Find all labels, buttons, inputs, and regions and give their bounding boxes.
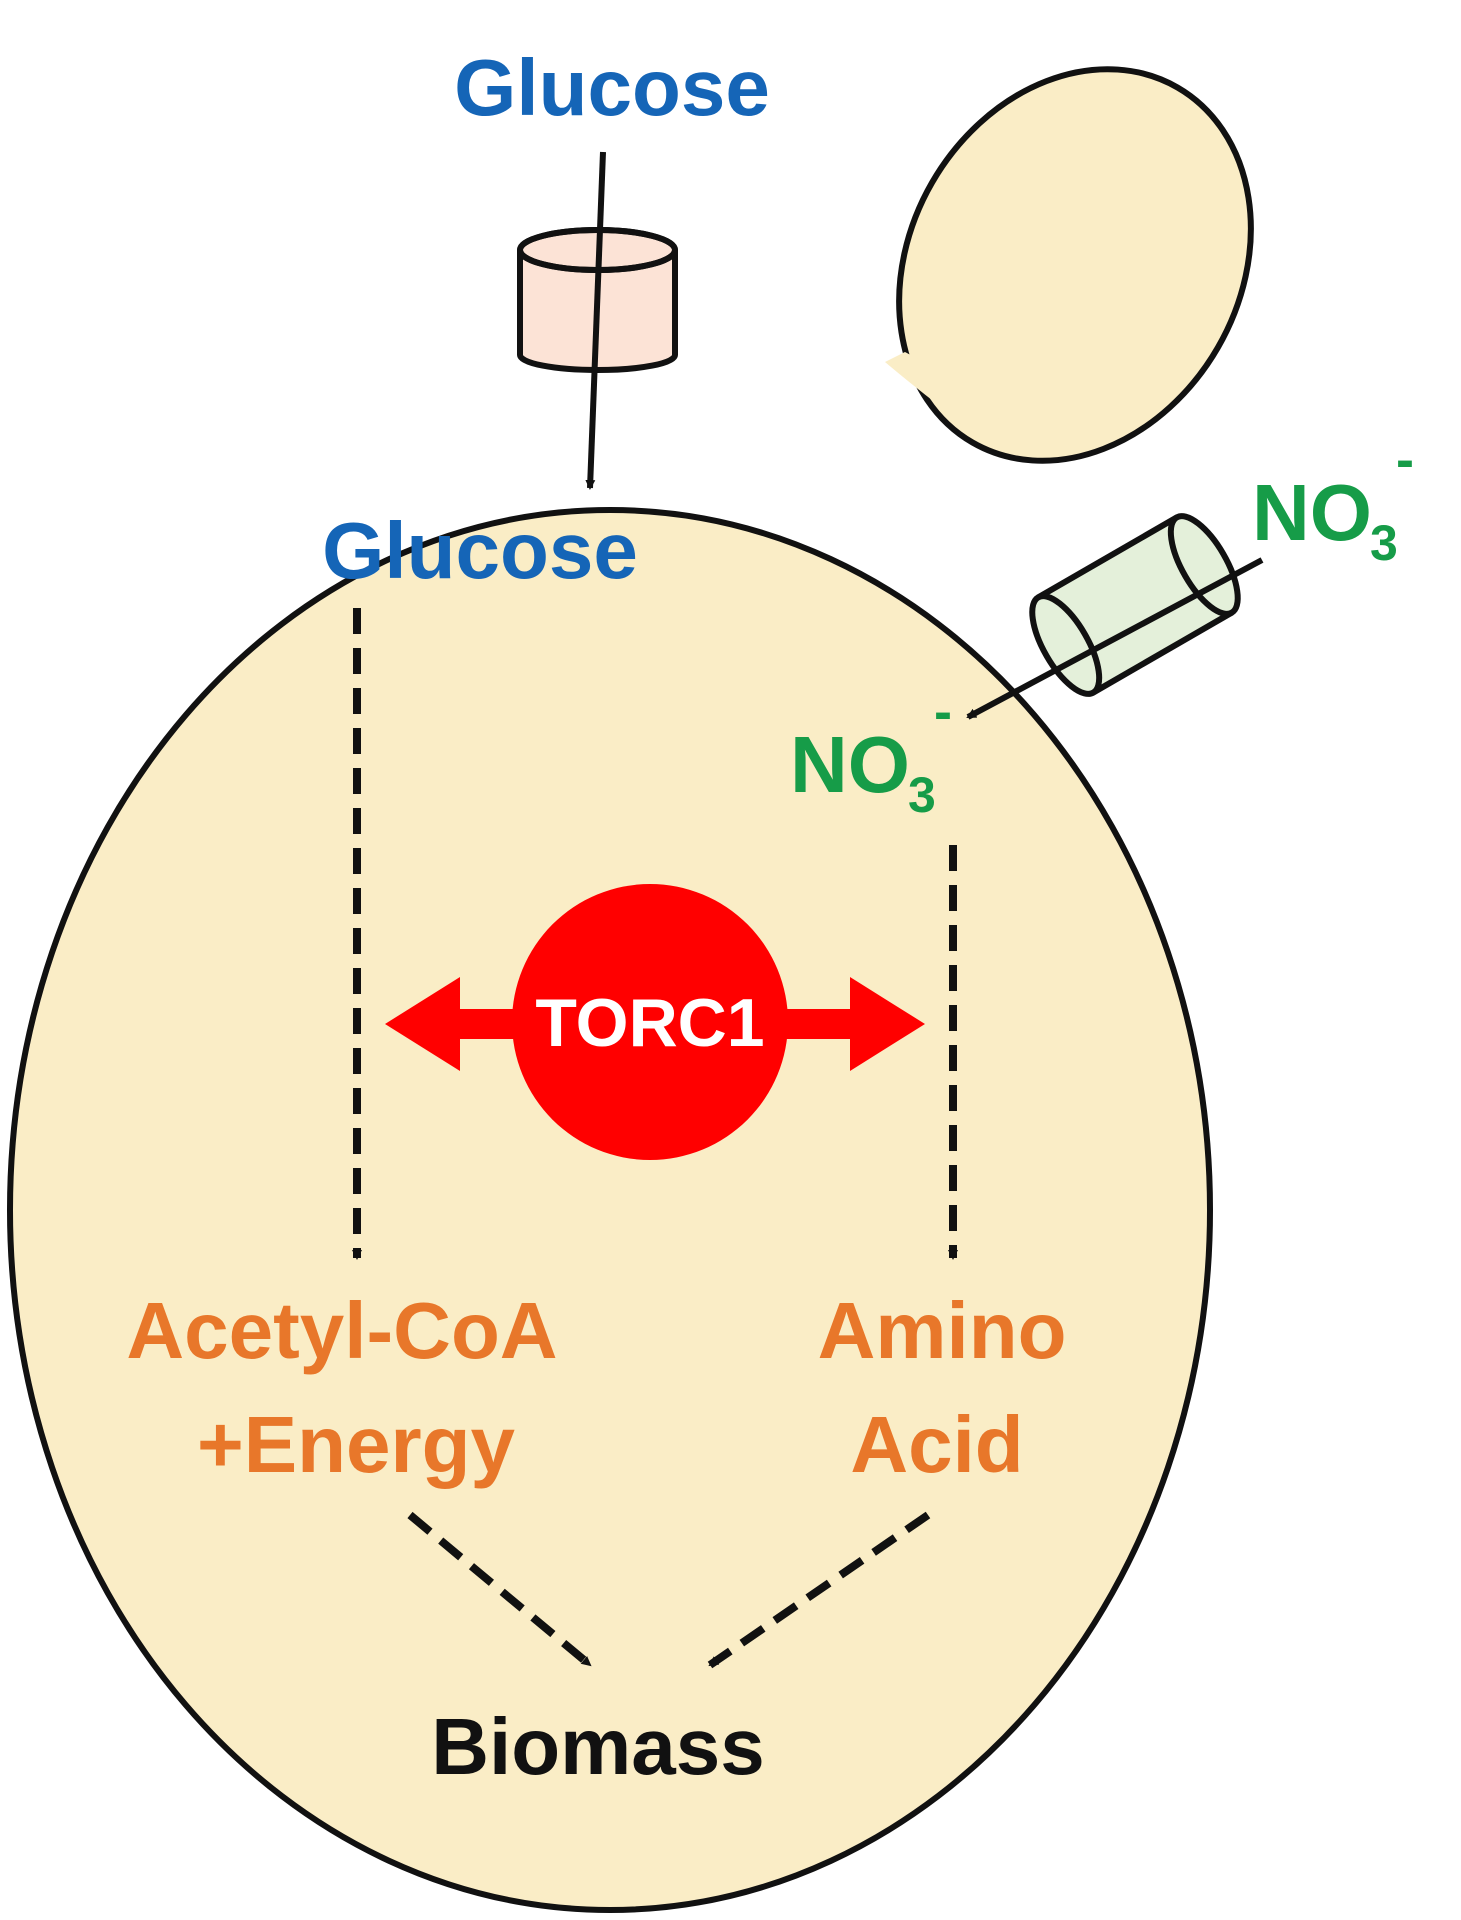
- nitrate-inside-label: NO3: [790, 720, 936, 823]
- aminoacid-label-line2: Acid: [850, 1400, 1023, 1489]
- nitrate-influx-arrow: [966, 557, 1264, 720]
- nitrate-outside-subscript: 3: [1370, 515, 1398, 571]
- nitrate-inside-charge: -: [934, 682, 952, 742]
- acetylcoa-label-line2: +Energy: [197, 1400, 515, 1489]
- yeast-cell-body: [7, 507, 1213, 1913]
- aminoacid-to-biomass-arrow: [707, 1511, 931, 1669]
- nitrate-outside-charge: -: [1396, 430, 1414, 490]
- biomass-label: Biomass: [431, 1702, 764, 1791]
- torc1-label: TORC1: [535, 985, 764, 1061]
- yeast-bud: [896, 66, 1254, 464]
- glucose-influx-arrow: [585, 151, 606, 490]
- nitrate-outside-label: NO3: [1252, 468, 1398, 571]
- nitrate-inside-base: NO: [790, 720, 910, 809]
- nitrate-transporter-icon: [1029, 513, 1241, 697]
- glucose-inside-label: Glucose: [322, 506, 638, 595]
- aminoacid-label-line1: Amino: [818, 1286, 1067, 1375]
- glucose-outside-label: Glucose: [454, 43, 770, 132]
- acetylcoa-label-line1: Acetyl-CoA: [126, 1286, 557, 1375]
- nitrate-inside-subscript: 3: [908, 767, 936, 823]
- torc1-node: [512, 884, 788, 1160]
- bud-neck: [885, 352, 1000, 436]
- nitrate-outside-base: NO: [1252, 468, 1372, 557]
